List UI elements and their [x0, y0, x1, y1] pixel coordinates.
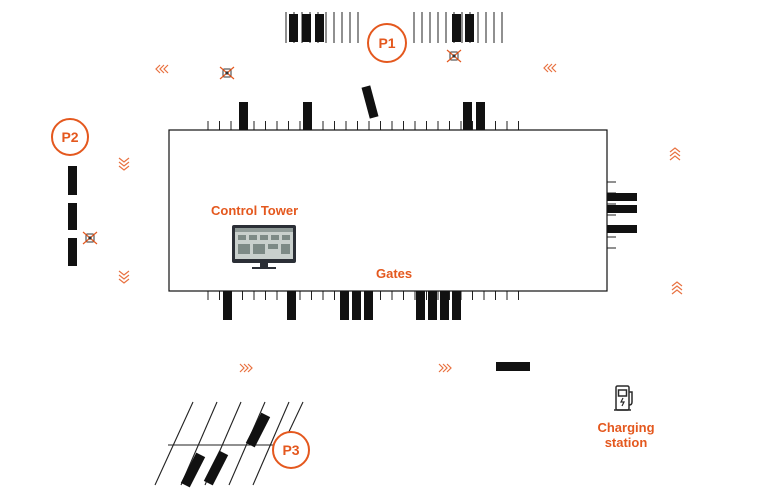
chevron-icon: [671, 285, 683, 291]
vehicle: [416, 291, 425, 320]
vehicle: [364, 291, 373, 320]
chevron-icon: [543, 63, 549, 73]
vehicle: [352, 291, 361, 320]
chevron-icon: [118, 165, 130, 171]
parked-car: [289, 14, 298, 42]
parked-car: [452, 14, 461, 42]
parking-p1-badge: P1: [367, 23, 407, 63]
vehicle: [428, 291, 437, 320]
chevron-icon: [118, 274, 130, 280]
vehicle: [440, 291, 449, 320]
charging-station-icon: [614, 385, 633, 411]
vehicle: [303, 102, 312, 130]
chevron-icon: [118, 157, 130, 163]
chevron-icon: [671, 281, 683, 287]
p3-parked-cars: [180, 412, 271, 488]
terminal-building: [168, 129, 608, 292]
chevron-icon: [547, 63, 553, 73]
parked-car: [465, 14, 474, 42]
chevron-icon: [669, 147, 681, 153]
robot-icon: [82, 49, 462, 245]
chevron-icon: [438, 363, 444, 373]
parking-p3-badge: P3: [272, 431, 310, 469]
vehicle: [607, 193, 637, 201]
vehicle: [496, 362, 530, 371]
chevron-icon: [551, 63, 557, 73]
robot-core: [452, 54, 456, 58]
vehicle: [607, 225, 637, 233]
chevron-icon: [239, 363, 245, 373]
chevron-arrows-icon: [118, 63, 683, 373]
vehicle: [607, 205, 637, 213]
vehicle: [476, 102, 485, 130]
vehicle: [287, 291, 296, 320]
vehicle: [68, 203, 77, 230]
vehicle: [68, 166, 77, 195]
parked-car: [315, 14, 324, 42]
vehicle: [239, 102, 248, 130]
vehicle: [452, 291, 461, 320]
chevron-icon: [118, 270, 130, 276]
control-tower-label: Control Tower: [211, 203, 299, 218]
chevron-icon: [163, 64, 169, 74]
p1-parking-lines: [285, 12, 503, 43]
chevron-icon: [155, 64, 161, 74]
chevron-icon: [159, 64, 165, 74]
vehicle: [68, 238, 77, 266]
chevron-icon: [669, 151, 681, 157]
gates-label: Gates: [376, 266, 413, 281]
charging-station-label: Charging station: [597, 420, 655, 450]
vehicle: [361, 85, 379, 119]
chevron-icon: [671, 289, 683, 295]
parked-car: [302, 14, 311, 42]
chevron-icon: [247, 363, 253, 373]
vehicle: [340, 291, 349, 320]
chevron-icon: [442, 363, 448, 373]
chevron-icon: [446, 363, 452, 373]
robot-core: [225, 71, 229, 75]
robot-core: [88, 236, 92, 240]
chevron-icon: [243, 363, 249, 373]
vehicle: [223, 291, 232, 320]
chevron-icon: [669, 155, 681, 161]
vehicle: [463, 102, 472, 130]
parking-p2-badge: P2: [51, 118, 89, 156]
chevron-icon: [118, 278, 130, 284]
monitor-icon: [232, 225, 296, 269]
chevron-icon: [118, 161, 130, 167]
vehicles: [68, 85, 637, 371]
